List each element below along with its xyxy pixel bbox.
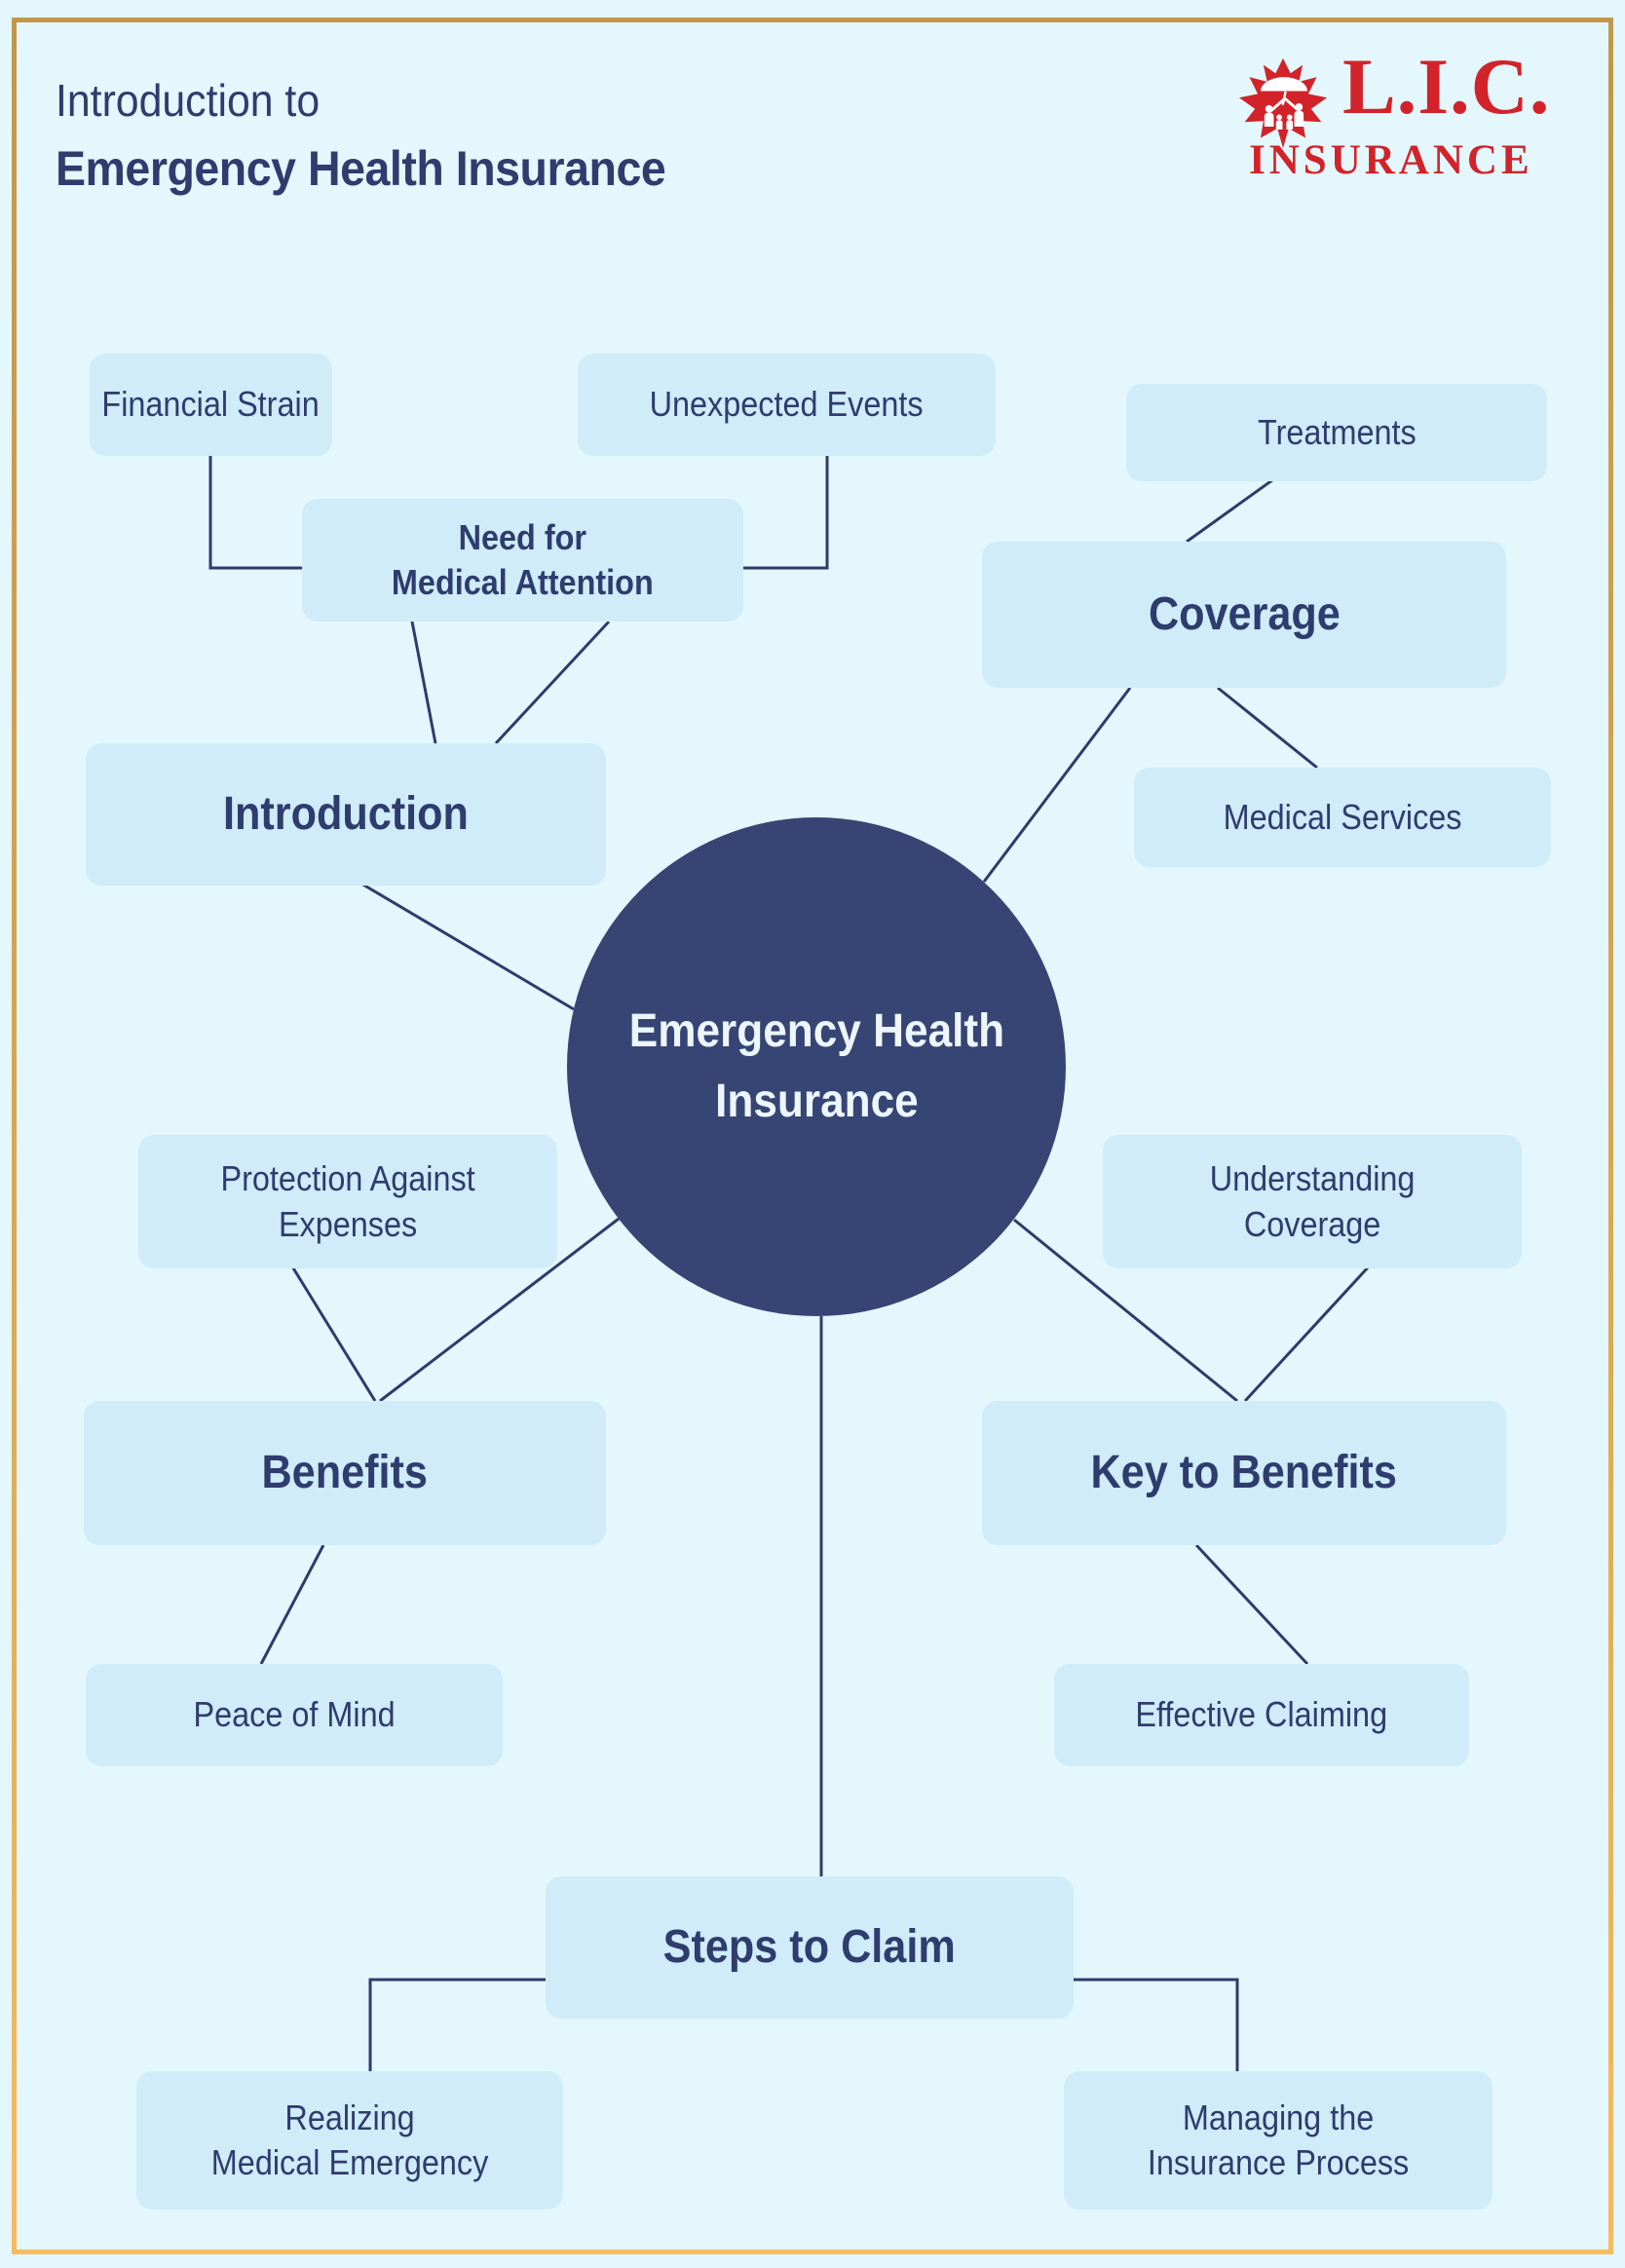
page-header: Introduction to Emergency Health Insuran… [56, 74, 711, 197]
node-unexpected-events: Unexpected Events [578, 354, 996, 456]
umbrella-icon [1260, 77, 1307, 92]
node-label: Effective Claiming [1135, 1694, 1388, 1735]
node-understanding-coverage: Understanding Coverage [1103, 1135, 1522, 1268]
node-label: Key to Benefits [1090, 1447, 1398, 1499]
central-node-label: Emergency Health Insurance [628, 1005, 1004, 1127]
node-effective-claiming: Effective Claiming [1054, 1664, 1469, 1766]
node-label: Realizing Medical Emergency [210, 2097, 489, 2182]
node-key-to-benefits: Key to Benefits [982, 1401, 1506, 1545]
node-introduction: Introduction [86, 743, 606, 886]
node-protection-against-expenses: Protection Against Expenses [138, 1135, 557, 1268]
node-label: Peace of Mind [193, 1694, 396, 1735]
node-label: Coverage [1148, 588, 1341, 641]
node-label: Benefits [261, 1447, 429, 1499]
node-need-medical-attention: Need for Medical Attention [302, 499, 743, 622]
node-label: Introduction [223, 788, 469, 841]
page-title-line1: Introduction to [56, 75, 321, 126]
node-benefits: Benefits [84, 1401, 606, 1545]
node-label: Treatments [1257, 411, 1417, 452]
node-label: Protection Against Expenses [220, 1158, 475, 1244]
node-steps-to-claim: Steps to Claim [546, 1876, 1074, 2019]
node-label: Managing the Insurance Process [1147, 2097, 1410, 2182]
brand-name: L.I.C. [1342, 42, 1551, 131]
node-label: Unexpected Events [650, 384, 924, 425]
brand-subname: INSURANCE [1249, 137, 1533, 183]
node-label: Medical Services [1223, 796, 1462, 837]
brand-logo: L.I.C. INSURANCE [1229, 42, 1580, 205]
node-peace-of-mind: Peace of Mind [86, 1664, 503, 1766]
house-roof-icon [1268, 96, 1302, 113]
node-realizing-medical-emergency: Realizing Medical Emergency [136, 2071, 563, 2210]
node-managing-insurance-process: Managing the Insurance Process [1064, 2071, 1493, 2210]
maple-leaf-icon [1238, 57, 1328, 149]
node-medical-services: Medical Services [1134, 768, 1551, 867]
node-financial-strain: Financial Strain [90, 354, 332, 456]
node-treatments: Treatments [1126, 384, 1547, 481]
node-label: Need for Medical Attention [392, 516, 654, 602]
node-coverage: Coverage [982, 542, 1506, 688]
node-label: Understanding Coverage [1209, 1158, 1416, 1244]
page-title-line2: Emergency Health Insurance [56, 141, 666, 196]
node-label: Steps to Claim [662, 1921, 957, 1974]
node-label: Financial Strain [101, 384, 321, 425]
central-node-emergency-health-insurance: Emergency Health Insurance [567, 817, 1066, 1316]
